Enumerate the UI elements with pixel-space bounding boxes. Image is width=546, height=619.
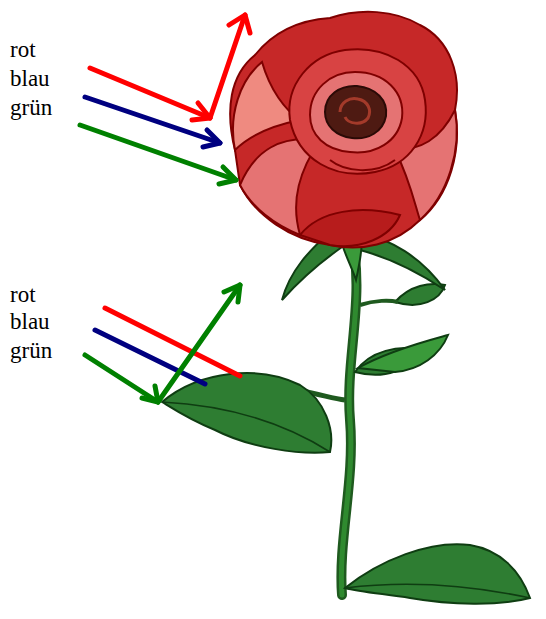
arrowhead (203, 130, 220, 147)
stem-highlight (341, 238, 356, 595)
light-ray-green (85, 355, 158, 402)
leaf (162, 373, 331, 453)
reflected-ray-green (158, 285, 240, 402)
petal-edge (330, 160, 395, 170)
color-label: rot (10, 38, 36, 61)
twig (360, 301, 398, 305)
petal (310, 72, 402, 152)
light-ray-green (80, 125, 236, 180)
reflected-ray-red (210, 15, 245, 118)
arrowhead (224, 285, 240, 302)
petal (300, 210, 400, 246)
rose-bloom (230, 12, 457, 248)
leaf (345, 544, 530, 603)
leaf-vein (162, 402, 330, 452)
arrowhead (219, 167, 236, 184)
petal (289, 49, 425, 173)
leaf-vein (345, 584, 530, 598)
leaf (395, 284, 445, 305)
arrowhead (229, 15, 250, 33)
color-label: grün (10, 96, 52, 119)
rose-center (325, 86, 386, 138)
arrowhead (142, 386, 158, 402)
stem (341, 238, 356, 595)
color-label: blau (10, 67, 50, 90)
leaf (358, 335, 448, 372)
color-label: grün (10, 339, 52, 362)
color-label: blau (10, 310, 50, 333)
rose-center-swirl (340, 99, 370, 124)
color-label: rot (10, 283, 36, 306)
arrowhead (192, 103, 210, 120)
light-ray-red (90, 68, 210, 118)
